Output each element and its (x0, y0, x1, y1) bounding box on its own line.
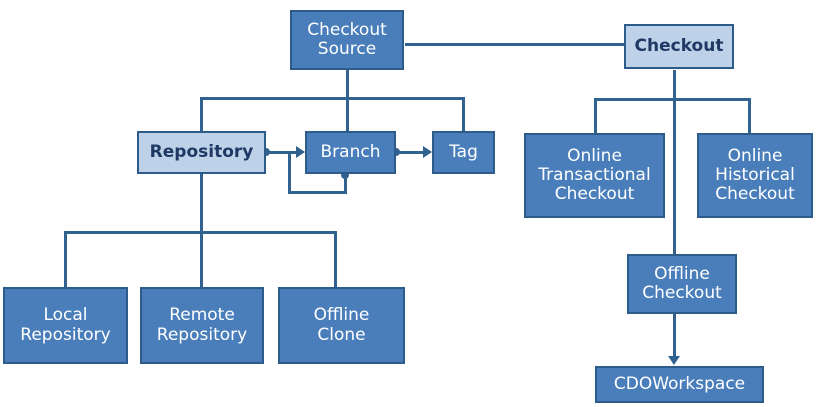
node-cdoworkspace[interactable]: CDOWorkspace (595, 366, 764, 403)
node-offline-clone[interactable]: Offline Clone (278, 287, 405, 364)
node-online-historical-checkout-label: Online Historical Checkout (715, 145, 795, 205)
node-online-transactional-checkout-label: Online Transactional Checkout (538, 145, 651, 205)
node-offline-checkout-label: Offline Checkout (642, 263, 722, 303)
edge-repository-to-offline-clone (334, 231, 337, 287)
node-checkout-source-label: Checkout Source (307, 19, 387, 59)
node-checkout[interactable]: Checkout (624, 24, 734, 69)
arrowhead-to-branch (296, 146, 305, 158)
edge-repository-trunk (200, 174, 203, 234)
node-branch[interactable]: Branch (305, 131, 396, 174)
edge-checkout-bus (594, 98, 751, 101)
node-online-historical-checkout[interactable]: Online Historical Checkout (697, 133, 813, 218)
node-checkout-label: Checkout (634, 35, 724, 56)
node-tag[interactable]: Tag (432, 131, 495, 174)
edge-branch-to-tag (396, 151, 426, 154)
edge-checkout-to-online-transactional (594, 98, 597, 133)
node-branch-label: Branch (320, 141, 381, 162)
arrowhead-to-tag (423, 146, 432, 158)
edge-branch-selfloop-down (344, 174, 347, 194)
edge-endpoint-dot-repository (262, 148, 270, 156)
node-local-repository-label: Local Repository (20, 305, 111, 345)
edge-endpoint-dot-branch (392, 148, 400, 156)
edge-endpoint-dot-branch-bottom (341, 171, 349, 179)
edge-branch-selfloop-bottom (288, 191, 347, 194)
node-remote-repository-label: Remote Repository (156, 305, 248, 345)
node-offline-clone-label: Offline Clone (313, 305, 370, 345)
edge-checkout-to-online-historical (748, 98, 751, 133)
edge-branch-selfloop-up (288, 151, 291, 194)
node-checkout-source[interactable]: Checkout Source (290, 10, 404, 70)
edge-source-to-tag (462, 97, 465, 131)
edge-repository-to-branch (266, 151, 299, 154)
node-repository[interactable]: Repository (137, 131, 266, 174)
node-online-transactional-checkout[interactable]: Online Transactional Checkout (524, 133, 665, 218)
node-offline-checkout[interactable]: Offline Checkout (627, 254, 737, 314)
edge-checkout-to-offline-checkout (673, 98, 676, 256)
edge-source-to-branch (346, 97, 349, 131)
edge-source-to-repository (200, 97, 203, 131)
arrowhead-to-cdoworkspace (668, 356, 680, 365)
node-cdoworkspace-label: CDOWorkspace (613, 373, 746, 394)
node-local-repository[interactable]: Local Repository (3, 287, 128, 364)
edge-source-bus (200, 97, 465, 100)
edge-checkout-source-trunk (346, 70, 349, 99)
edge-checkout-source-to-checkout (405, 43, 624, 46)
edge-repository-to-remote (200, 231, 203, 287)
node-repository-label: Repository (149, 141, 254, 162)
edge-checkout-trunk (673, 70, 676, 101)
edge-offline-checkout-to-cdoworkspace (673, 313, 676, 358)
edge-repository-to-local (64, 231, 67, 287)
node-tag-label: Tag (449, 141, 478, 162)
node-remote-repository[interactable]: Remote Repository (140, 287, 264, 364)
